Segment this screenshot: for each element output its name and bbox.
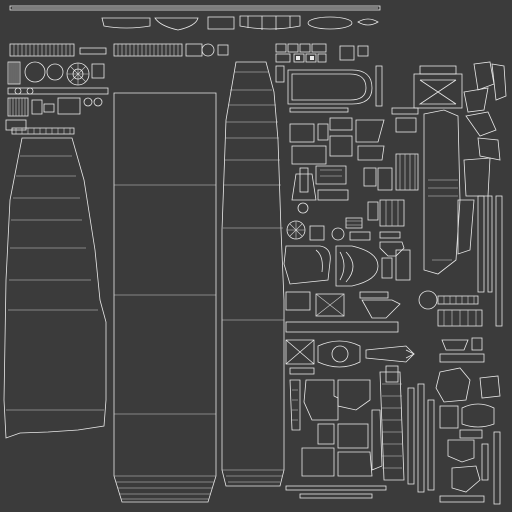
hatch-strip	[113, 43, 183, 57]
mid-right-assembly	[285, 290, 483, 333]
bracket-part	[447, 439, 475, 463]
hull-silhouette-3	[239, 15, 301, 30]
upper-mid-parts	[113, 43, 229, 57]
d-shape-part	[335, 245, 379, 287]
top-long-strip	[9, 5, 381, 11]
hull-silhouette-2	[154, 17, 199, 31]
lower-mid-parts	[285, 339, 415, 383]
pyramid-panel	[315, 293, 345, 317]
interlock-panel-1	[303, 379, 339, 421]
scoop-panel	[283, 245, 331, 285]
tapered-panel-outline	[221, 61, 285, 487]
scoop-parts	[283, 241, 411, 287]
oval-hull-part	[317, 340, 361, 368]
upper-left-parts	[5, 43, 109, 135]
central-tall-panel	[113, 92, 217, 503]
bottom-right-cluster	[379, 337, 501, 505]
truss-part	[285, 339, 315, 365]
fin-part-1	[413, 73, 463, 109]
nozzle-part	[291, 173, 317, 201]
fin-assembly	[413, 61, 507, 327]
central-panel-outline	[113, 92, 217, 503]
mechanism-parts	[286, 107, 419, 241]
top-strip-group	[9, 5, 381, 31]
bottom-interlock-panels	[285, 379, 387, 499]
wing-part	[365, 345, 415, 363]
u-bracket	[287, 69, 373, 105]
hull-silhouette-1	[101, 17, 151, 29]
fin-part-2	[473, 61, 495, 91]
top-right-blocks	[275, 43, 383, 113]
fin-tail-long	[423, 109, 461, 275]
small-strip-top	[207, 16, 235, 30]
left-hull-panel	[3, 137, 107, 439]
tapered-panel	[221, 61, 285, 487]
ring-part	[418, 290, 438, 310]
octagon-panel	[435, 367, 471, 403]
left-hull-outline	[3, 137, 107, 439]
hull-silhouette-4	[307, 16, 353, 30]
hull-silhouette-5	[357, 18, 379, 26]
round-part-1	[24, 61, 46, 83]
striped-block-2	[7, 97, 29, 117]
